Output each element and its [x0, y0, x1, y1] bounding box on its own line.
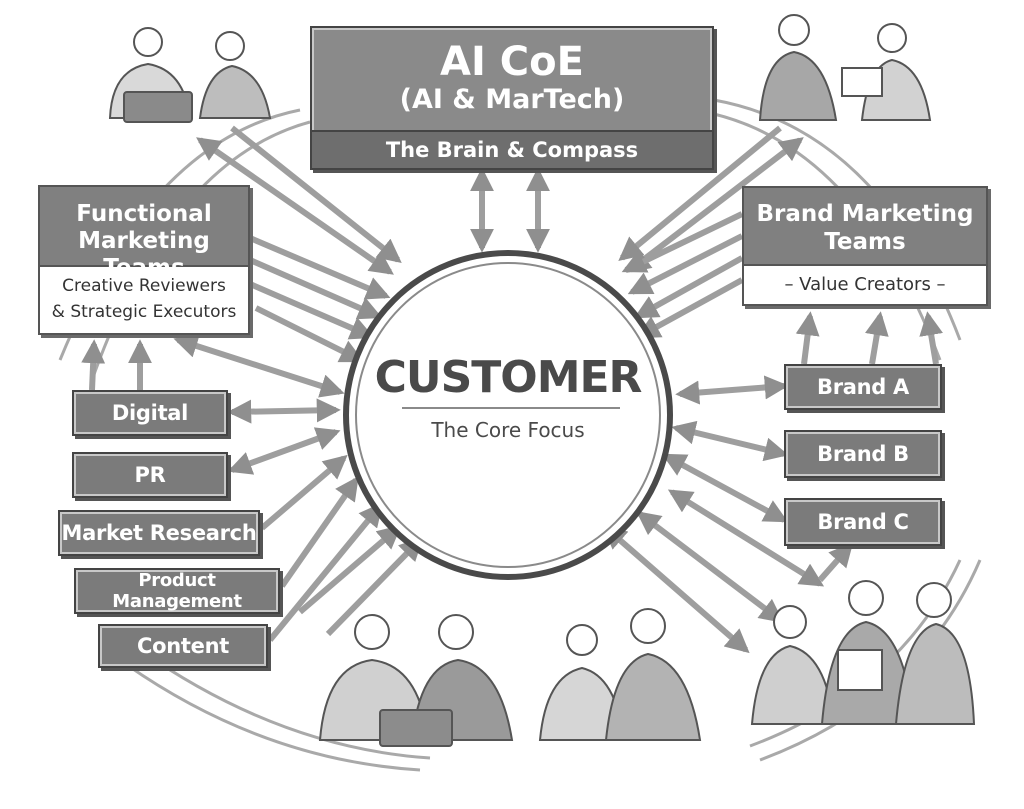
functional-role-line2: & Strategic Executors	[51, 302, 237, 322]
connection-arrow	[248, 281, 375, 340]
brand-title-line2: Teams	[824, 229, 906, 255]
connection-arrow	[298, 524, 402, 615]
connection-arrow	[635, 277, 744, 339]
connection-arrow	[817, 542, 854, 582]
connection-arrow	[795, 311, 820, 365]
functional-item-digital: Digital	[72, 390, 228, 436]
connection-arrow	[81, 339, 106, 391]
brand-teams-panel: Brand Marketing Teams – Value Creators –	[742, 186, 988, 306]
connection-arrow	[636, 511, 784, 623]
brand-item-c: Brand C	[784, 498, 942, 546]
customer-circle	[343, 250, 673, 580]
connection-arrow	[627, 233, 744, 295]
brand-role: – Value Creators –	[784, 274, 946, 295]
connection-arrow	[671, 420, 789, 462]
brand-item-b: Brand B	[784, 430, 942, 478]
connection-arrow	[865, 311, 889, 365]
connection-arrow	[196, 137, 394, 275]
connection-arrow	[661, 453, 789, 523]
connection-arrow	[227, 398, 341, 424]
connection-arrow	[626, 137, 804, 273]
connection-arrow	[667, 489, 825, 587]
ai-coe-tagline: The Brain & Compass	[312, 130, 712, 168]
outer-arc	[119, 658, 421, 772]
ai-coe-title: AI CoE	[440, 39, 584, 85]
connection-arrow	[260, 454, 348, 531]
connection-arrow	[675, 375, 789, 405]
functional-title-line1: Functional	[76, 201, 212, 227]
connection-arrow	[602, 524, 750, 654]
customer-subtitle: The Core Focus	[431, 418, 585, 442]
people-document-top-right-icon	[758, 14, 932, 121]
functional-item-product-management: Product Management	[74, 568, 280, 614]
customer-title: CUSTOMER	[374, 352, 643, 403]
connection-arrow	[279, 476, 359, 588]
arrows	[81, 125, 943, 654]
connection-arrow	[227, 427, 341, 475]
connection-arrow	[325, 536, 424, 637]
connection-arrow	[919, 311, 943, 365]
people-group-bottom-center-icon	[318, 608, 702, 747]
functional-item-pr: PR	[72, 452, 228, 498]
people-laptop-top-left-icon	[108, 27, 272, 123]
ai-coe-box: AI CoE (AI & MarTech) The Brain & Compas…	[310, 26, 714, 170]
functional-teams-panel: Functional Marketing Teams Creative Revi…	[38, 185, 250, 335]
outer-arcs	[58, 98, 982, 772]
outer-arc	[139, 648, 431, 760]
functional-role-line1: Creative Reviewers	[62, 276, 226, 296]
ai-coe-subtitle: (AI & MarTech)	[399, 84, 625, 115]
people-group-bottom-right-icon	[750, 580, 976, 725]
connection-arrow	[173, 334, 345, 398]
functional-item-market-research: Market Research	[58, 510, 260, 556]
functional-item-content: Content	[98, 624, 268, 668]
connection-arrow	[633, 255, 744, 319]
connection-arrow	[230, 125, 402, 263]
connection-arrow	[248, 257, 383, 320]
connection-arrow	[267, 502, 384, 642]
connection-arrow	[254, 305, 365, 363]
connection-arrow	[618, 125, 782, 262]
connection-arrow	[621, 211, 744, 273]
brand-title-line1: Brand Marketing	[756, 201, 974, 227]
functional-title-line2: Marketing Teams	[78, 228, 210, 281]
connection-arrow	[248, 235, 391, 300]
brand-item-a: Brand A	[784, 364, 942, 410]
